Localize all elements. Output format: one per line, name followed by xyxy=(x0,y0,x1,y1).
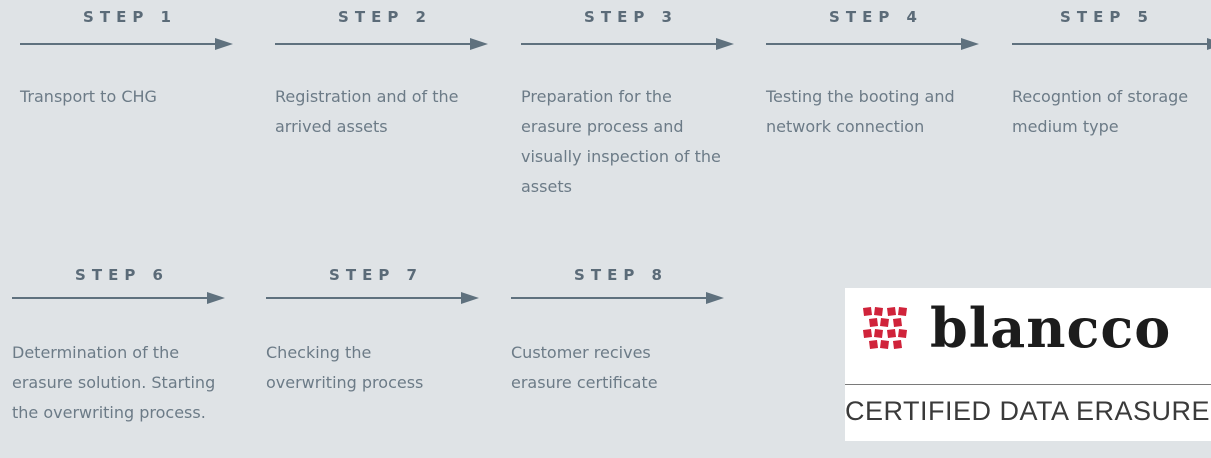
logo-wordmark: blancco xyxy=(930,296,1172,360)
step-label: STEP 6 xyxy=(75,266,169,284)
step-description: Checking the overwriting process xyxy=(266,343,424,392)
blancco-checker-icon xyxy=(861,306,911,352)
arrow-icon xyxy=(766,38,986,50)
step-description: Determination of the erasure solution. S… xyxy=(12,343,216,422)
step-description: Transport to CHG xyxy=(20,87,157,106)
step-label: STEP 5 xyxy=(1060,8,1154,26)
arrow-icon xyxy=(12,292,232,304)
arrow-icon xyxy=(20,38,240,50)
step-description: Preparation for the erasure process and … xyxy=(521,87,721,196)
arrow-icon xyxy=(275,38,495,50)
step-label: STEP 1 xyxy=(83,8,177,26)
step-label: STEP 2 xyxy=(338,8,432,26)
step-label: STEP 8 xyxy=(574,266,668,284)
step-label: STEP 3 xyxy=(584,8,678,26)
logo-tagline: CERTIFIED DATA ERASURE xyxy=(845,396,1211,426)
arrow-icon xyxy=(511,292,731,304)
step-description: Recogntion of storage medium type xyxy=(1012,87,1189,136)
step-description: Testing the booting and network connecti… xyxy=(766,87,955,136)
arrow-icon xyxy=(521,38,741,50)
blancco-logo: blancco CERTIFIED DATA ERASURE xyxy=(845,288,1211,441)
arrow-icon xyxy=(1012,38,1211,50)
step-label: STEP 4 xyxy=(829,8,923,26)
logo-divider xyxy=(845,384,1211,385)
step-description: Registration and of the arrived assets xyxy=(275,87,459,136)
arrow-icon xyxy=(266,292,486,304)
step-description: Customer recives erasure certificate xyxy=(511,343,658,392)
step-label: STEP 7 xyxy=(329,266,423,284)
